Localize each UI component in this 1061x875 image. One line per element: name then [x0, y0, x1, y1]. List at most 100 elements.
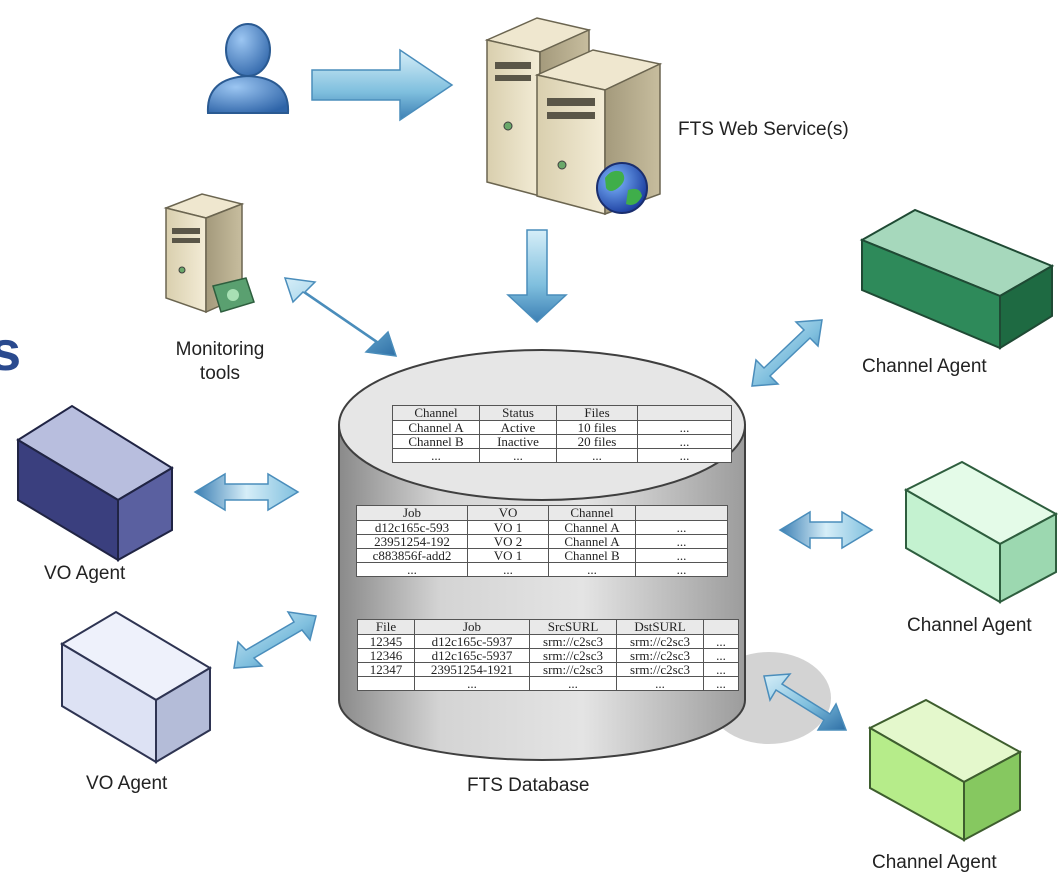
- channel-agent-top-box: [859, 208, 1055, 350]
- table-cell: ...: [635, 520, 728, 535]
- column-header: VO: [467, 505, 549, 521]
- table-cell: Channel A: [548, 534, 636, 549]
- channel-agent-bottom-box: [867, 698, 1023, 842]
- column-header: File: [357, 619, 415, 635]
- column-header: Job: [356, 505, 468, 521]
- table-cell: ...: [414, 676, 530, 691]
- table-cell: [357, 676, 415, 691]
- column-header: Status: [479, 405, 557, 421]
- table-cell: ...: [637, 448, 732, 463]
- user-to-webservice-arrow: [311, 48, 454, 122]
- table-cell: d12c165c-5937: [414, 648, 530, 663]
- table-cell: VO 1: [467, 520, 549, 535]
- column-header: [637, 405, 732, 421]
- table-cell: 12345: [357, 634, 415, 649]
- table-cell: srm://c2sc3: [529, 648, 617, 663]
- column-header: Channel: [392, 405, 480, 421]
- table-row: Channel A Active 10 files ...: [392, 420, 732, 435]
- vo-agent-bottom-label: VO Agent: [86, 773, 168, 794]
- table-header-row: File Job SrcSURL DstSURL: [357, 619, 739, 635]
- monitoring-tools-label: Monitoring tools: [160, 338, 280, 386]
- table-cell: Channel B: [392, 434, 480, 449]
- column-header: Channel: [548, 505, 636, 521]
- monitoring-label-line2: tools: [199, 363, 241, 384]
- table-cell: srm://c2sc3: [616, 662, 704, 677]
- database-label: FTS Database: [467, 775, 590, 796]
- channel-agent-top-label: Channel Agent: [862, 356, 987, 377]
- table-cell: VO 1: [467, 548, 549, 563]
- channel-agent-bottom-label: Channel Agent: [872, 852, 997, 873]
- table-cell: ...: [703, 634, 739, 649]
- vo-agent-bottom-arrow: [233, 611, 317, 669]
- table-cell: VO 2: [467, 534, 549, 549]
- table-cell: srm://c2sc3: [616, 648, 704, 663]
- table-cell: ...: [703, 676, 739, 691]
- table-row: 12346 d12c165c-5937 srm://c2sc3 srm://c2…: [357, 648, 739, 663]
- table-cell: srm://c2sc3: [529, 662, 617, 677]
- table-cell: 20 files: [556, 434, 638, 449]
- table-cell: ...: [637, 434, 732, 449]
- table-cell: ...: [703, 662, 739, 677]
- channel-agent-middle-box: [903, 460, 1059, 604]
- channel-table: Channel Status Files Channel A Active 10…: [392, 405, 732, 463]
- table-cell: ...: [635, 534, 728, 549]
- table-row: 23951254-192 VO 2 Channel A ...: [356, 534, 728, 549]
- table-cell: ...: [637, 420, 732, 435]
- job-table: Job VO Channel d12c165c-593 VO 1 Channel…: [356, 505, 728, 577]
- table-cell: d12c165c-5937: [414, 634, 530, 649]
- file-table: File Job SrcSURL DstSURL 12345 d12c165c-…: [357, 619, 739, 691]
- vo-agent-bottom-box: [60, 610, 212, 764]
- table-cell: Channel B: [548, 548, 636, 563]
- table-row: 12347 23951254-1921 srm://c2sc3 srm://c2…: [357, 662, 739, 677]
- webservice-to-database-arrow: [506, 229, 568, 324]
- column-header: DstSURL: [616, 619, 704, 635]
- channel-agent-bottom-arrow: [763, 673, 848, 731]
- table-cell: Channel A: [548, 520, 636, 535]
- table-row: d12c165c-593 VO 1 Channel A ...: [356, 520, 728, 535]
- table-row: ... ... ... ...: [392, 448, 732, 463]
- table-cell: srm://c2sc3: [616, 634, 704, 649]
- globe-icon: [596, 162, 648, 214]
- table-cell: ...: [703, 648, 739, 663]
- vo-agent-middle-label: VO Agent: [44, 563, 126, 584]
- table-header-row: Job VO Channel: [356, 505, 728, 521]
- channel-agent-middle-label: Channel Agent: [907, 615, 1032, 636]
- table-cell: 23951254-1921: [414, 662, 530, 677]
- table-cell: c883856f-add2: [356, 548, 468, 563]
- column-header: SrcSURL: [529, 619, 617, 635]
- column-header: [703, 619, 739, 635]
- table-header-row: Channel Status Files: [392, 405, 732, 421]
- table-row: ... ... ... ...: [357, 676, 739, 691]
- table-cell: ...: [548, 562, 636, 577]
- table-cell: 12346: [357, 648, 415, 663]
- table-cell: ...: [529, 676, 617, 691]
- table-cell: ...: [616, 676, 704, 691]
- table-cell: 12347: [357, 662, 415, 677]
- table-cell: ...: [556, 448, 638, 463]
- table-cell: 23951254-192: [356, 534, 468, 549]
- table-cell: ...: [635, 562, 728, 577]
- table-cell: ...: [479, 448, 557, 463]
- monitoring-database-arrow: [283, 277, 398, 357]
- money-icon: [212, 277, 255, 313]
- table-cell: ...: [356, 562, 468, 577]
- vo-agent-middle-arrow: [193, 472, 300, 512]
- table-cell: ...: [392, 448, 480, 463]
- user-icon: [206, 23, 290, 114]
- table-cell: ...: [635, 548, 728, 563]
- table-cell: Inactive: [479, 434, 557, 449]
- table-cell: 10 files: [556, 420, 638, 435]
- table-row: Channel B Inactive 20 files ...: [392, 434, 732, 449]
- table-cell: Active: [479, 420, 557, 435]
- channel-agent-top-arrow: [751, 319, 823, 387]
- column-header: [635, 505, 728, 521]
- stray-glyph: s: [0, 319, 22, 382]
- vo-agent-middle-box: [16, 404, 174, 562]
- table-cell: ...: [467, 562, 549, 577]
- channel-agent-middle-arrow: [778, 510, 874, 550]
- table-row: 12345 d12c165c-5937 srm://c2sc3 srm://c2…: [357, 634, 739, 649]
- table-cell: d12c165c-593: [356, 520, 468, 535]
- column-header: Files: [556, 405, 638, 421]
- web-service-label: FTS Web Service(s): [678, 119, 849, 140]
- table-cell: Channel A: [392, 420, 480, 435]
